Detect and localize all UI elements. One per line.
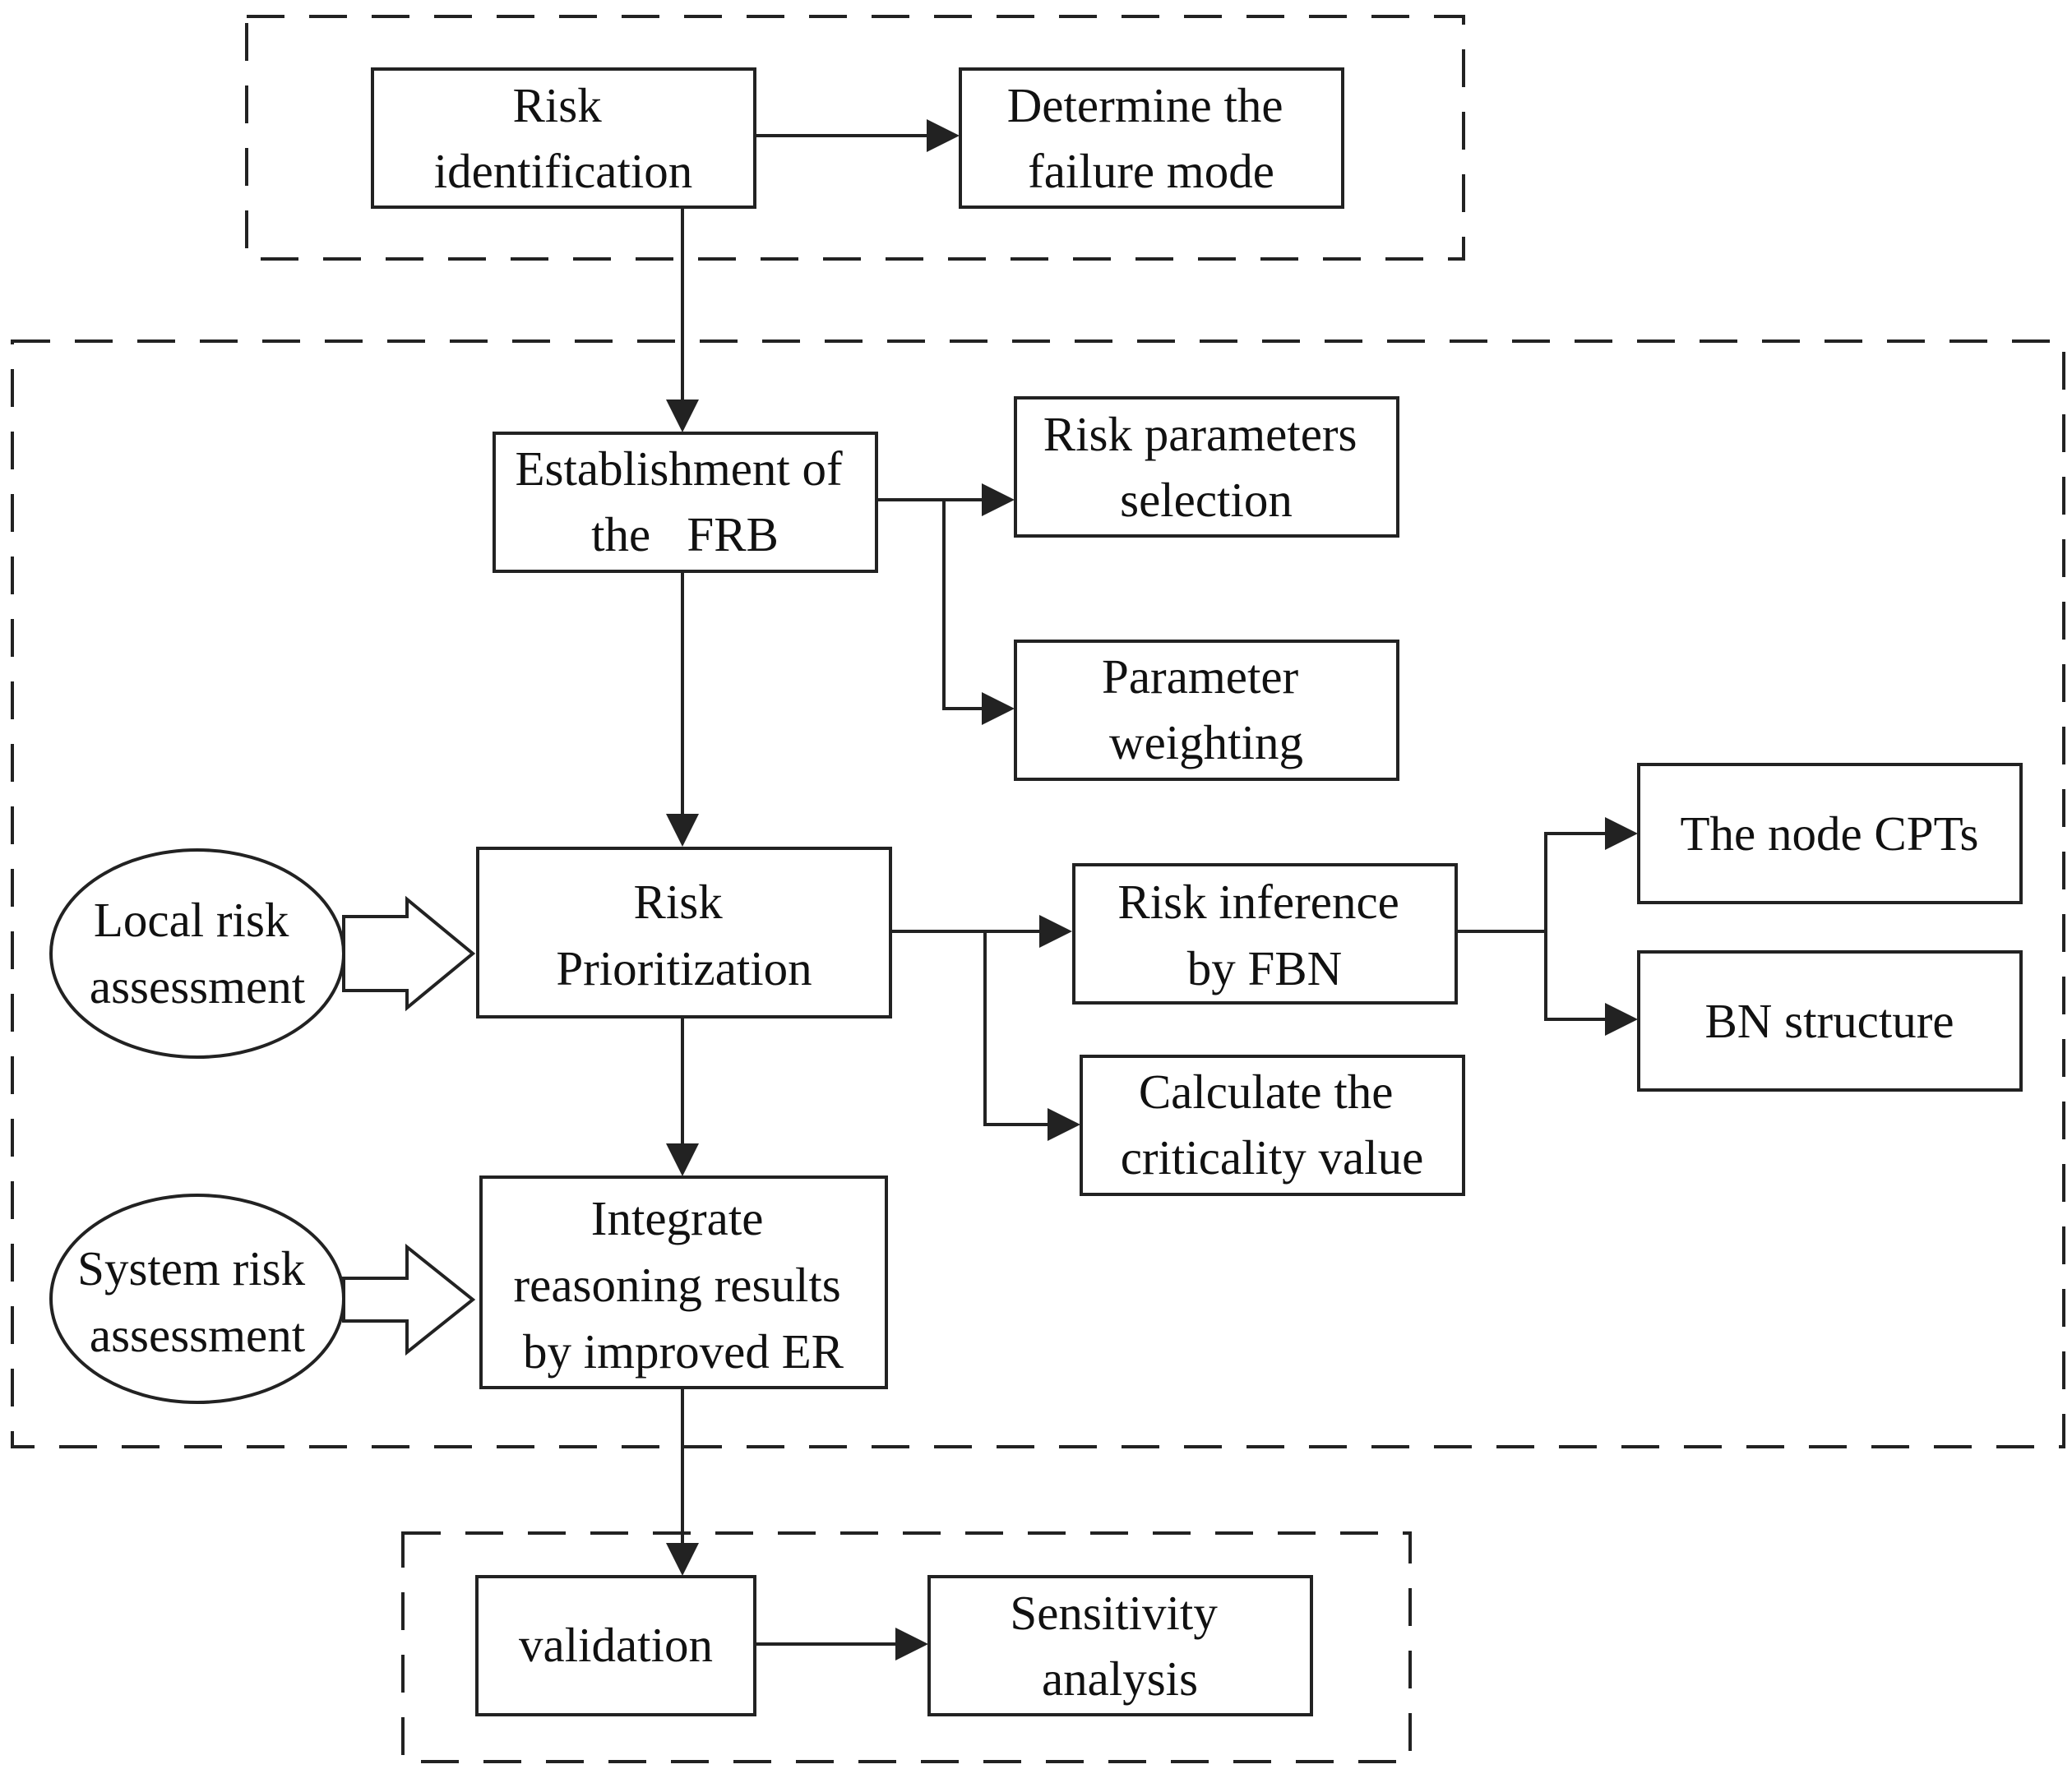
risk-prioritization-line-1: Risk: [634, 875, 724, 929]
risk-identification-box: Risk identification: [371, 67, 756, 209]
edge-prioritization-to-criticality: [983, 931, 1080, 1141]
validation-box: validation: [475, 1575, 756, 1716]
svg-text:Calculate the criticalit: Calculate the criticality value: [1121, 1065, 1424, 1185]
system-risk-assessment-line-2: assessment: [90, 1308, 306, 1362]
validation-stage-frame: [401, 1531, 1412, 1763]
svg-text:System risk assessment: System risk assessment: [77, 1241, 317, 1362]
integrate-reasoning-box: Integrate reasoning results by improved …: [479, 1175, 888, 1389]
svg-text:Determine the failure mo: Determine the failure mode: [1007, 78, 1296, 198]
determine-failure-mode-line-2: failure mode: [1028, 144, 1274, 198]
integrate-reasoning-line-3: by improved ER: [523, 1324, 844, 1379]
bn-structure-label: BN structure: [1704, 994, 1954, 1048]
risk-parameters-selection-line-2: selection: [1120, 473, 1293, 527]
svg-text:Integrate reasoning resu: Integrate reasoning results by improved …: [514, 1191, 853, 1379]
svg-text:Local risk assessment: Local risk assessment: [90, 893, 306, 1014]
risk-parameters-selection-line-1: Risk parameters: [1043, 407, 1357, 461]
validation-label: validation: [519, 1618, 713, 1672]
svg-text:BN structure: BN structure: [1704, 994, 1954, 1048]
parameter-weighting-line-1: Parameter: [1102, 649, 1298, 704]
svg-text:Parameter weighting: Parameter weighting: [1102, 649, 1311, 769]
integrate-reasoning-line-1: Integrate: [591, 1191, 764, 1245]
local-risk-assessment-line-1: Local risk: [94, 893, 289, 947]
svg-text:Sensitivity analysis: Sensitivity analysis: [1010, 1586, 1229, 1706]
calculate-criticality-line-1: Calculate the: [1139, 1065, 1394, 1119]
risk-inference-fbn-line-2: by FBN: [1187, 941, 1343, 995]
local-assessment-block-arrow: [342, 895, 476, 1012]
risk-identification-line-1: Risk: [513, 78, 603, 132]
local-risk-assessment-ellipse: Local risk assessment: [49, 848, 345, 1059]
svg-text:Risk identification: Risk identification: [434, 78, 693, 198]
svg-text:validation: validation: [519, 1618, 713, 1672]
establishment-frb-line-2: the FRB: [591, 507, 779, 561]
calculate-criticality-box: Calculate the criticality value: [1080, 1055, 1465, 1196]
establishment-frb-line-1: Establishment of: [516, 441, 844, 496]
risk-inference-fbn-line-1: Risk inference: [1117, 875, 1399, 929]
svg-text:Risk parameters selectio: Risk parameters selection: [1043, 407, 1370, 527]
determine-failure-mode-line-1: Determine the: [1007, 78, 1283, 132]
svg-text:Risk inference by FBN: Risk inference by FBN: [1117, 875, 1411, 995]
establishment-frb-box: Establishment of the FRB: [493, 432, 878, 573]
sensitivity-analysis-line-2: analysis: [1042, 1651, 1198, 1706]
parameter-weighting-box: Parameter weighting: [1014, 640, 1399, 781]
calculate-criticality-line-2: criticality value: [1121, 1130, 1424, 1185]
risk-inference-fbn-box: Risk inference by FBN: [1072, 863, 1458, 1005]
local-risk-assessment-line-2: assessment: [90, 959, 306, 1014]
edge-fbn-to-node-cpts: [1456, 817, 1638, 933]
system-risk-assessment-ellipse: System risk assessment: [49, 1194, 345, 1404]
risk-prioritization-box: Risk Prioritization: [476, 847, 892, 1018]
determine-failure-mode-box: Determine the failure mode: [959, 67, 1344, 209]
system-assessment-block-arrow: [342, 1243, 476, 1356]
parameter-weighting-line-2: weighting: [1109, 715, 1303, 769]
connectors: [666, 119, 1638, 1660]
risk-parameters-selection-box: Risk parameters selection: [1014, 396, 1399, 538]
edge-fbn-to-bn-structure: [1544, 931, 1638, 1036]
svg-text:Establishment of the F: Establishment of the FRB: [516, 441, 855, 561]
bn-structure-box: BN structure: [1637, 950, 2023, 1092]
svg-text:Risk Prioritization: Risk Prioritization: [556, 875, 812, 995]
node-cpts-box: The node CPTs: [1637, 763, 2023, 904]
svg-text:The node CPTs: The node CPTs: [1681, 806, 1979, 861]
sensitivity-analysis-box: Sensitivity analysis: [927, 1575, 1313, 1716]
node-cpts-label: The node CPTs: [1681, 806, 1979, 861]
assessment-stage-frame: [11, 339, 2065, 1448]
identification-stage-frame: [245, 15, 1465, 261]
edge-frb-to-parameter-weighting: [942, 500, 1015, 725]
sensitivity-analysis-line-1: Sensitivity: [1010, 1586, 1218, 1640]
risk-identification-line-2: identification: [434, 144, 693, 198]
integrate-reasoning-line-2: reasoning results: [514, 1258, 841, 1312]
risk-prioritization-line-2: Prioritization: [556, 941, 812, 995]
system-risk-assessment-line-1: System risk: [77, 1241, 305, 1296]
